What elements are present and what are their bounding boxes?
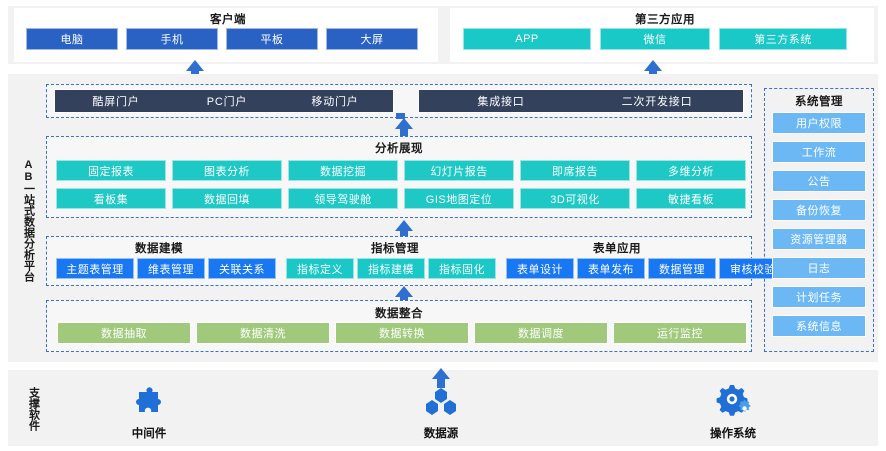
portal-bar-left[interactable]: 酷屏门户 PC门户 移动门户 <box>54 89 394 113</box>
analysis-chip-dashboard-set[interactable]: 看板集 <box>56 188 166 209</box>
modeling-title: 数据建模 <box>135 243 183 255</box>
sysmgmt-chip-resource-manager[interactable]: 资源管理器 <box>772 228 866 250</box>
portal-connector-tick <box>396 113 405 119</box>
support-item-middleware[interactable]: 中间件 <box>89 386 209 441</box>
integration-chip-monitor[interactable]: 运行监控 <box>613 322 747 344</box>
integration-title: 数据整合 <box>375 308 423 320</box>
modeling-chip-relations[interactable]: 关联关系 <box>208 258 276 279</box>
analysis-chip-data-mining[interactable]: 数据挖掘 <box>288 160 398 181</box>
integration-chip-cleanse[interactable]: 数据清洗 <box>196 322 330 344</box>
thirdparty-chip-app[interactable]: APP <box>463 28 591 50</box>
analysis-chip-data-backfill[interactable]: 数据回填 <box>172 188 282 209</box>
support-label-datasource: 数据源 <box>423 428 459 440</box>
form-chip-design[interactable]: 表单设计 <box>506 258 574 279</box>
indicator-chip-modeling[interactable]: 指标建模 <box>357 258 425 279</box>
form-chip-publish[interactable]: 表单发布 <box>577 258 645 279</box>
integration-chip-schedule[interactable]: 数据调度 <box>474 322 608 344</box>
sysmgmt-chip-workflow[interactable]: 工作流 <box>772 141 866 163</box>
system-management-title: 系统管理 <box>795 96 843 108</box>
support-vertical-label: 支撑软件 <box>16 380 50 438</box>
analysis-chip-exec-cockpit[interactable]: 领导驾驶舱 <box>288 188 398 209</box>
platform-vertical-label: AB一站式数据分析平台 <box>10 120 46 320</box>
analysis-chip-gis-map[interactable]: GIS地图定位 <box>404 188 514 209</box>
third-party-title: 第三方应用 <box>635 14 695 26</box>
support-label-os: 操作系统 <box>710 428 756 440</box>
system-management-group <box>764 88 874 352</box>
portal-item-pc[interactable]: PC门户 <box>206 96 248 108</box>
analysis-title: 分析展现 <box>375 143 423 155</box>
portal-item-mobile[interactable]: 移动门户 <box>311 96 359 108</box>
client-chip-phone[interactable]: 手机 <box>126 28 218 50</box>
client-chip-tablet[interactable]: 平板 <box>226 28 318 50</box>
client-chip-largescreen[interactable]: 大屏 <box>326 28 418 50</box>
thirdparty-chip-wechat[interactable]: 微信 <box>600 28 710 50</box>
support-item-os[interactable]: 操作系统 <box>673 384 793 441</box>
portal-item-dev-api[interactable]: 二次开发接口 <box>621 96 693 108</box>
sysmgmt-chip-log[interactable]: 日志 <box>772 257 866 279</box>
form-chip-data-mgmt[interactable]: 数据管理 <box>648 258 716 279</box>
thirdparty-chip-system[interactable]: 第三方系统 <box>719 28 847 50</box>
analysis-chip-adhoc-report[interactable]: 即席报告 <box>520 160 630 181</box>
portal-item-kuping[interactable]: 酷屏门户 <box>92 96 140 108</box>
integration-chip-extract[interactable]: 数据抽取 <box>57 322 191 344</box>
client-title: 客户端 <box>210 14 246 26</box>
analysis-chip-3d-visual[interactable]: 3D可视化 <box>520 188 630 209</box>
analysis-chip-fixed-report[interactable]: 固定报表 <box>56 160 166 181</box>
analysis-chip-multidim-analysis[interactable]: 多维分析 <box>636 160 746 181</box>
client-chip-pc[interactable]: 电脑 <box>26 28 118 50</box>
indicator-chip-solidify[interactable]: 指标固化 <box>428 258 496 279</box>
form-title: 表单应用 <box>593 243 641 255</box>
portal-bar-right[interactable]: 集成接口 二次开发接口 <box>418 89 744 113</box>
analysis-chip-chart-analysis[interactable]: 图表分析 <box>172 160 282 181</box>
platform-vertical-label-text: AB一站式数据分析平台 <box>22 158 35 282</box>
band-divider <box>8 362 878 365</box>
analysis-chip-slide-report[interactable]: 幻灯片报告 <box>404 160 514 181</box>
support-label-middleware: 中间件 <box>131 428 167 440</box>
sysmgmt-chip-announcement[interactable]: 公告 <box>772 170 866 192</box>
sysmgmt-chip-scheduled-task[interactable]: 计划任务 <box>772 286 866 308</box>
portal-item-integration-api[interactable]: 集成接口 <box>477 96 525 108</box>
indicator-chip-definition[interactable]: 指标定义 <box>286 258 354 279</box>
sysmgmt-chip-user-permission[interactable]: 用户权限 <box>772 112 866 134</box>
support-item-datasource[interactable]: 数据源 <box>381 386 501 441</box>
sysmgmt-chip-system-info[interactable]: 系统信息 <box>772 315 866 337</box>
analysis-chip-agile-board[interactable]: 敏捷看板 <box>636 188 746 209</box>
support-vertical-label-text: 支撑软件 <box>27 387 40 431</box>
sysmgmt-chip-backup-restore[interactable]: 备份恢复 <box>772 199 866 221</box>
modeling-chip-dim-table[interactable]: 维表管理 <box>137 258 205 279</box>
modeling-chip-subject-table[interactable]: 主题表管理 <box>56 258 134 279</box>
puzzle-icon <box>136 387 161 412</box>
gear-icon <box>716 385 751 416</box>
database-nodes-icon <box>426 388 456 415</box>
indicator-title: 指标管理 <box>371 243 419 255</box>
integration-chip-transform[interactable]: 数据转换 <box>335 322 469 344</box>
